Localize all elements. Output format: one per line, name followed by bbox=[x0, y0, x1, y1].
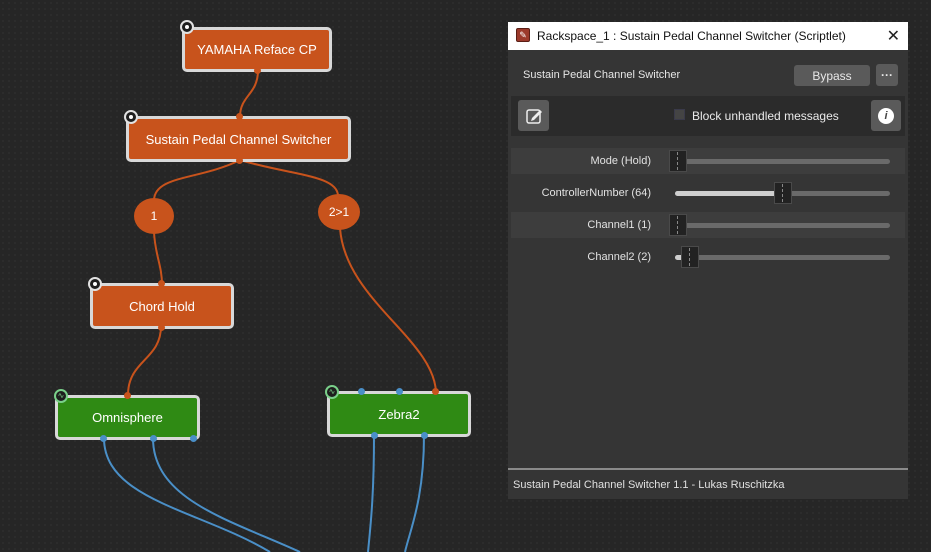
param-slider-thumb[interactable] bbox=[681, 246, 700, 268]
wire-omni-out-l bbox=[103, 437, 271, 552]
node-omnisphere[interactable]: Omnisphere bbox=[55, 395, 200, 440]
node-label: Omnisphere bbox=[92, 410, 163, 425]
block-unhandled-checkbox[interactable] bbox=[674, 109, 685, 120]
node-chord-hold[interactable]: Chord Hold bbox=[90, 283, 234, 329]
channel-bubble-1[interactable]: 1 bbox=[134, 198, 174, 234]
wire-ch2-to-zebra bbox=[339, 227, 437, 394]
output-port[interactable] bbox=[236, 157, 243, 164]
audio-input-port[interactable] bbox=[358, 388, 365, 395]
node-label: Zebra2 bbox=[378, 406, 420, 422]
wire-ch1-to-chord bbox=[153, 231, 163, 286]
channel-bubble-2-to-1[interactable]: 2>1 bbox=[318, 194, 360, 230]
midi-plug-icon bbox=[180, 20, 194, 34]
window-title: Rackspace_1 : Sustain Pedal Channel Swit… bbox=[537, 29, 846, 43]
param-slider-track[interactable] bbox=[675, 255, 890, 260]
node-label: Chord Hold bbox=[129, 298, 195, 314]
midi-input-port[interactable] bbox=[432, 388, 439, 395]
midi-plug-icon bbox=[124, 110, 138, 124]
param-label: ControllerNumber (64) bbox=[541, 187, 651, 199]
scriptlet-app-icon: ✎ bbox=[516, 28, 530, 42]
bypass-button-label: Bypass bbox=[812, 68, 852, 83]
wire-sustain-to-ch1 bbox=[153, 159, 241, 201]
more-icon: ··· bbox=[881, 68, 893, 82]
param-row: Channel2 (2) bbox=[511, 244, 905, 270]
wire-omni-out-r bbox=[152, 437, 301, 552]
midi-input-port[interactable] bbox=[124, 392, 131, 399]
plugin-toolbar: Block unhandled messages i bbox=[511, 96, 905, 136]
param-slider-thumb[interactable] bbox=[669, 150, 687, 172]
param-row: Mode (Hold) bbox=[511, 148, 905, 174]
param-slider-fill bbox=[675, 191, 783, 196]
param-label: Channel1 (1) bbox=[587, 219, 651, 231]
node-zebra2[interactable]: Zebra2 bbox=[327, 391, 471, 437]
wire-zebra-out-l bbox=[367, 434, 375, 552]
node-sustain-pedal-channel-switcher[interactable]: Sustain Pedal Channel Switcher bbox=[126, 116, 351, 162]
plugin-header: Sustain Pedal Channel Switcher Bypass ··… bbox=[508, 60, 908, 90]
midi-plug-icon bbox=[88, 277, 102, 291]
param-row: Channel1 (1) bbox=[511, 212, 905, 238]
wire-yamaha-to-sustain bbox=[239, 69, 259, 118]
input-port[interactable] bbox=[158, 280, 165, 287]
title-bar[interactable]: ✎ Rackspace_1 : Sustain Pedal Channel Sw… bbox=[508, 22, 908, 50]
edit-script-button[interactable] bbox=[518, 100, 549, 131]
plugin-name: Sustain Pedal Channel Switcher bbox=[523, 69, 681, 81]
param-slider-thumb[interactable] bbox=[669, 214, 687, 236]
input-port[interactable] bbox=[236, 113, 243, 120]
node-label: Sustain Pedal Channel Switcher bbox=[145, 131, 332, 147]
plugin-footer: Sustain Pedal Channel Switcher 1.1 - Luk… bbox=[513, 479, 785, 491]
node-yamaha-reface-cp[interactable]: YAMAHA Reface CP bbox=[182, 27, 332, 72]
param-slider-track[interactable] bbox=[675, 223, 890, 228]
channel-bubble-label: 1 bbox=[150, 209, 158, 223]
param-label: Channel2 (2) bbox=[587, 251, 651, 263]
info-icon: i bbox=[878, 107, 894, 124]
footer-divider bbox=[508, 468, 908, 470]
output-port[interactable] bbox=[158, 324, 165, 331]
output-port[interactable] bbox=[254, 67, 261, 74]
audio-output-port[interactable] bbox=[190, 435, 197, 442]
param-slider-thumb[interactable] bbox=[773, 182, 792, 204]
edit-icon bbox=[525, 108, 542, 124]
audio-input-port[interactable] bbox=[396, 388, 403, 395]
channel-bubble-label: 2>1 bbox=[328, 205, 350, 219]
wire-sustain-to-ch2 bbox=[239, 159, 339, 197]
waveform-icon: ∿ bbox=[325, 385, 339, 399]
param-label: Mode (Hold) bbox=[590, 155, 651, 167]
waveform-icon: ∿ bbox=[54, 389, 68, 403]
param-row: ControllerNumber (64) bbox=[511, 180, 905, 206]
plugin-window: ✎ Rackspace_1 : Sustain Pedal Channel Sw… bbox=[508, 22, 908, 499]
block-unhandled-label: Block unhandled messages bbox=[692, 109, 839, 123]
wire-zebra-out-r bbox=[404, 434, 425, 552]
audio-output-port[interactable] bbox=[100, 435, 107, 442]
node-label: YAMAHA Reface CP bbox=[197, 42, 317, 57]
info-button[interactable]: i bbox=[871, 100, 901, 131]
audio-output-port[interactable] bbox=[371, 432, 378, 439]
bypass-button[interactable]: Bypass bbox=[794, 65, 870, 86]
more-options-button[interactable]: ··· bbox=[876, 64, 898, 86]
close-icon[interactable]: ✕ bbox=[886, 28, 900, 45]
audio-output-port[interactable] bbox=[150, 435, 157, 442]
audio-output-port[interactable] bbox=[421, 432, 428, 439]
wire-chord-to-omni bbox=[127, 325, 162, 396]
param-slider-track[interactable] bbox=[675, 159, 890, 164]
